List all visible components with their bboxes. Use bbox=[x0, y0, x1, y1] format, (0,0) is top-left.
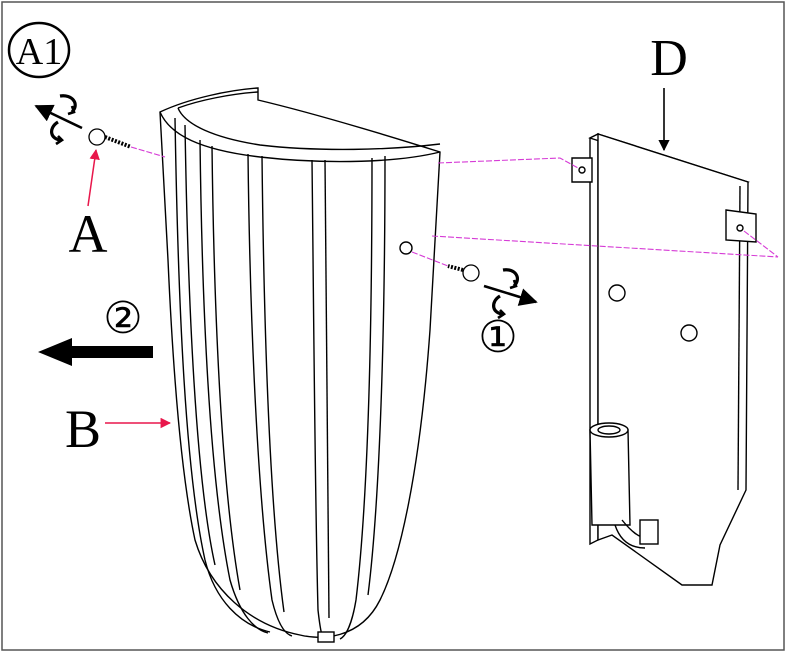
remove-direction-arrow-icon bbox=[38, 338, 153, 366]
step-unscrew: ① bbox=[478, 313, 517, 362]
mount-plate bbox=[571, 132, 757, 586]
figure-label: A1 bbox=[16, 31, 62, 73]
alignment-guides bbox=[130, 146, 779, 267]
shade-label: B bbox=[65, 399, 101, 459]
step-remove-number: ② bbox=[103, 294, 142, 343]
screw-label: A bbox=[69, 204, 108, 264]
rotate-icon-top-left bbox=[34, 94, 83, 146]
mount-plate-label: D bbox=[650, 30, 688, 87]
screw-right bbox=[447, 264, 480, 282]
lamp-shade bbox=[159, 87, 441, 643]
screw-pointer bbox=[87, 148, 100, 207]
figure-label-badge: A1 bbox=[7, 21, 71, 79]
step-unscrew-number: ① bbox=[478, 313, 517, 362]
rotate-icon-right bbox=[483, 268, 538, 320]
step-remove: ② bbox=[38, 294, 153, 366]
screw-top-left bbox=[88, 128, 132, 149]
